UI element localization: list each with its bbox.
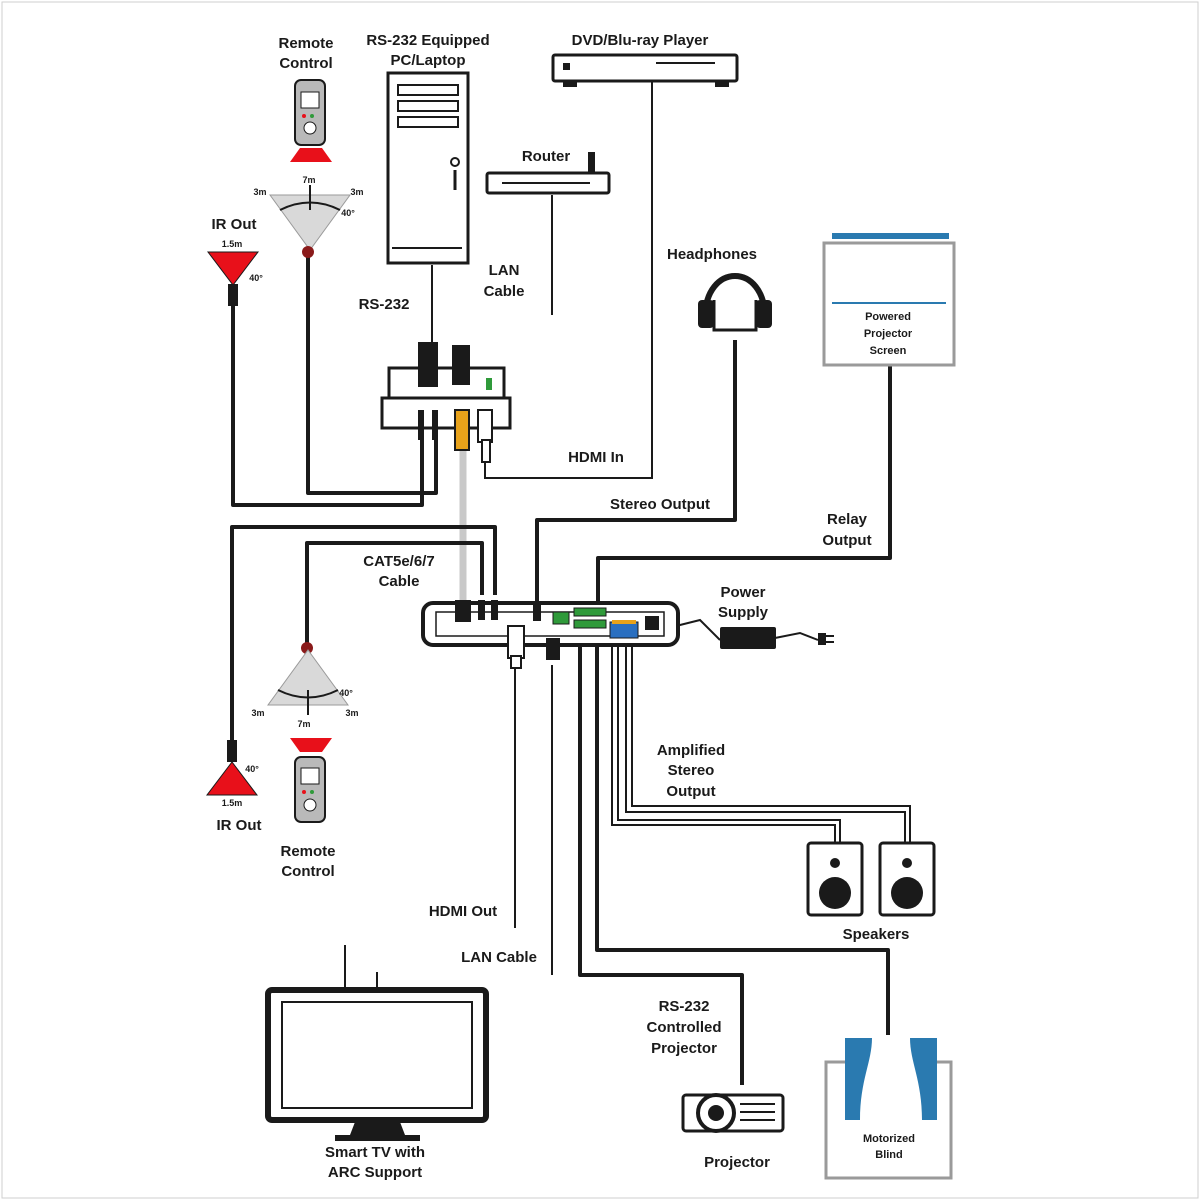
headphones	[698, 273, 772, 332]
ir-bottom-receiver-center: 7m	[297, 719, 310, 729]
ir-receiver-top	[269, 185, 351, 258]
ir-bottom-emitter-angle: 40°	[245, 764, 259, 774]
label-router: Router	[522, 148, 570, 165]
ir-out-top-cable	[231, 305, 424, 507]
label-rs232-projector-1: RS-232	[659, 998, 710, 1015]
label-projector-screen-1: Powered	[865, 311, 911, 323]
label-motorized-blind-2: Blind	[875, 1149, 903, 1161]
projector-screen	[822, 233, 956, 367]
ir-in-top-cable	[306, 255, 438, 495]
ir-top-receiver-angle: 40°	[341, 208, 355, 218]
power-cord-ac	[774, 631, 819, 641]
smart-tv	[265, 987, 489, 1141]
ir-top-emitter-angle: 40°	[249, 273, 263, 283]
label-projector: Projector	[704, 1154, 770, 1171]
ir-bottom-emitter-distance: 1.5m	[222, 798, 243, 808]
speaker-left	[806, 841, 864, 917]
speaker-cable-left-b	[617, 645, 841, 845]
dvd-player	[551, 53, 739, 87]
label-hdmi-in: HDMI In	[568, 449, 624, 466]
rs232-projector-cable	[578, 645, 744, 1085]
label-rs232: RS-232	[359, 296, 410, 313]
label-lan-cable-bottom: LAN Cable	[461, 949, 537, 966]
label-ir-out-bottom: IR Out	[217, 817, 262, 834]
label-projector-screen-3: Screen	[870, 345, 907, 357]
speaker-cable-left-a	[611, 645, 836, 845]
router	[485, 152, 611, 195]
receiver-unit	[421, 600, 680, 669]
label-remote-control-bottom-1: Remote	[280, 843, 335, 860]
ir-bottom-receiver-right: 3m	[345, 708, 358, 718]
label-cat-cable-1: CAT5e/6/7	[363, 553, 434, 570]
label-power-supply-2: Supply	[718, 604, 769, 621]
label-relay-output-2: Output	[822, 532, 871, 549]
motorized-blind	[824, 1038, 953, 1180]
speaker-cable-right-b	[631, 645, 911, 845]
label-speakers: Speakers	[843, 926, 910, 943]
pc-tower	[386, 71, 470, 265]
power-cord-dc	[671, 618, 721, 641]
ir-top-receiver-right: 3m	[350, 187, 363, 197]
ir-bottom-receiver-angle: 40°	[339, 688, 353, 698]
ir-spec-labels: 7m 3m 3m 40° 1.5m 40° 40° 3m 3m 7m 40° 1…	[222, 175, 364, 808]
text-labels: Remote Control RS-232 Equipped PC/Laptop…	[212, 32, 915, 1181]
ir-emitter-top	[206, 251, 260, 306]
label-dvd: DVD/Blu-ray Player	[572, 32, 709, 49]
stereo-output-cable	[535, 340, 737, 610]
label-lan-cable-top-2: Cable	[484, 283, 525, 300]
label-pc-1: RS-232 Equipped	[366, 32, 489, 49]
relay-output-cable	[596, 355, 892, 605]
label-headphones: Headphones	[667, 246, 757, 263]
label-lan-cable-top-1: LAN	[489, 262, 520, 279]
label-smart-tv-1: Smart TV with	[325, 1144, 425, 1161]
label-amplified-stereo-1: Amplified	[657, 742, 725, 759]
ir-emitter-bottom	[205, 740, 259, 796]
label-remote-control-top-2: Control	[279, 55, 332, 72]
ir-receiver-bottom	[267, 642, 349, 715]
label-amplified-stereo-3: Output	[666, 783, 715, 800]
ir-top-receiver-left: 3m	[253, 187, 266, 197]
label-pc-2: PC/Laptop	[391, 52, 466, 69]
label-cat-cable-2: Cable	[379, 573, 420, 590]
label-rs232-projector-2: Controlled	[647, 1019, 722, 1036]
label-hdmi-out: HDMI Out	[429, 903, 497, 920]
remote-control-bottom	[290, 738, 332, 823]
label-relay-output-1: Relay	[827, 511, 868, 528]
ir-top-receiver-center: 7m	[302, 175, 315, 185]
remote-control-top	[290, 79, 332, 162]
label-power-supply-1: Power	[720, 584, 765, 601]
label-rs232-projector-3: Projector	[651, 1040, 717, 1057]
ir-in-bottom-cable	[305, 541, 484, 645]
cables	[230, 80, 911, 1085]
ir-top-emitter-distance: 1.5m	[222, 239, 243, 249]
label-remote-control-top-1: Remote	[278, 35, 333, 52]
label-stereo-output: Stereo Output	[610, 496, 710, 513]
speaker-cable-right-a	[625, 645, 906, 845]
transmitter-unit	[380, 342, 512, 463]
label-motorized-blind-1: Motorized	[863, 1133, 915, 1145]
label-projector-screen-2: Projector	[864, 328, 913, 340]
power-supply	[720, 627, 834, 649]
label-remote-control-bottom-2: Control	[281, 863, 334, 880]
ir-bottom-receiver-left: 3m	[251, 708, 264, 718]
speaker-right	[878, 841, 936, 917]
ir-out-bottom-cable	[230, 525, 497, 745]
label-amplified-stereo-2: Stereo	[668, 762, 715, 779]
label-smart-tv-2: ARC Support	[328, 1164, 422, 1181]
blind-relay-cable	[595, 645, 890, 1035]
label-ir-out-top: IR Out	[212, 216, 257, 233]
hdmi-in-cable	[484, 80, 653, 479]
projector-device	[681, 1093, 785, 1133]
